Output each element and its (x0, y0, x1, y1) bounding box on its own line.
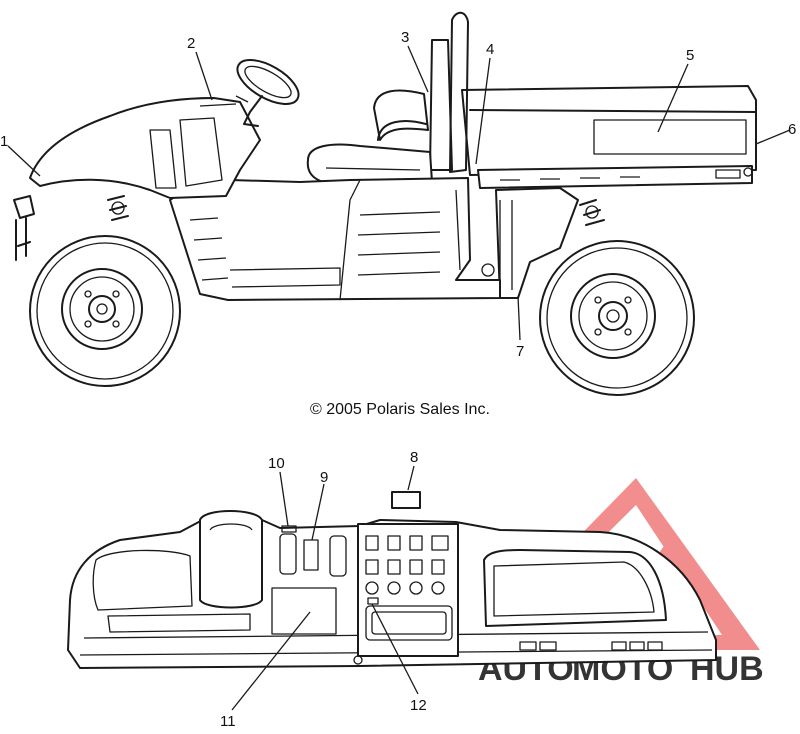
callout-6: 6 (788, 121, 796, 138)
callout-7: 7 (516, 343, 524, 360)
callout-2: 2 (187, 35, 195, 52)
callout-11: 11 (220, 713, 236, 729)
callout-numbers: 1 2 3 4 5 6 7 8 9 10 11 12 (0, 29, 796, 730)
callout-10: 10 (268, 455, 285, 472)
switch-panel (365, 535, 449, 595)
cargo-box (461, 85, 757, 299)
callout-12: 12 (410, 697, 427, 714)
callout-5: 5 (686, 47, 694, 64)
seat-rops (306, 11, 469, 185)
callout-3: 3 (401, 29, 409, 46)
vehicle-side-view (13, 11, 757, 396)
dashboard-view (67, 491, 717, 669)
front-wheel (29, 235, 181, 387)
callout-8: 8 (410, 449, 418, 466)
vehicle-hood (13, 97, 261, 261)
copyright-text: © 2005 Polaris Sales Inc. (310, 401, 490, 418)
callout-lines (7, 45, 791, 711)
rear-wheel (539, 240, 695, 396)
steering-wheel (235, 59, 300, 127)
callout-1: 1 (0, 133, 8, 150)
callout-9: 9 (320, 469, 328, 486)
callout-4: 4 (486, 41, 494, 58)
